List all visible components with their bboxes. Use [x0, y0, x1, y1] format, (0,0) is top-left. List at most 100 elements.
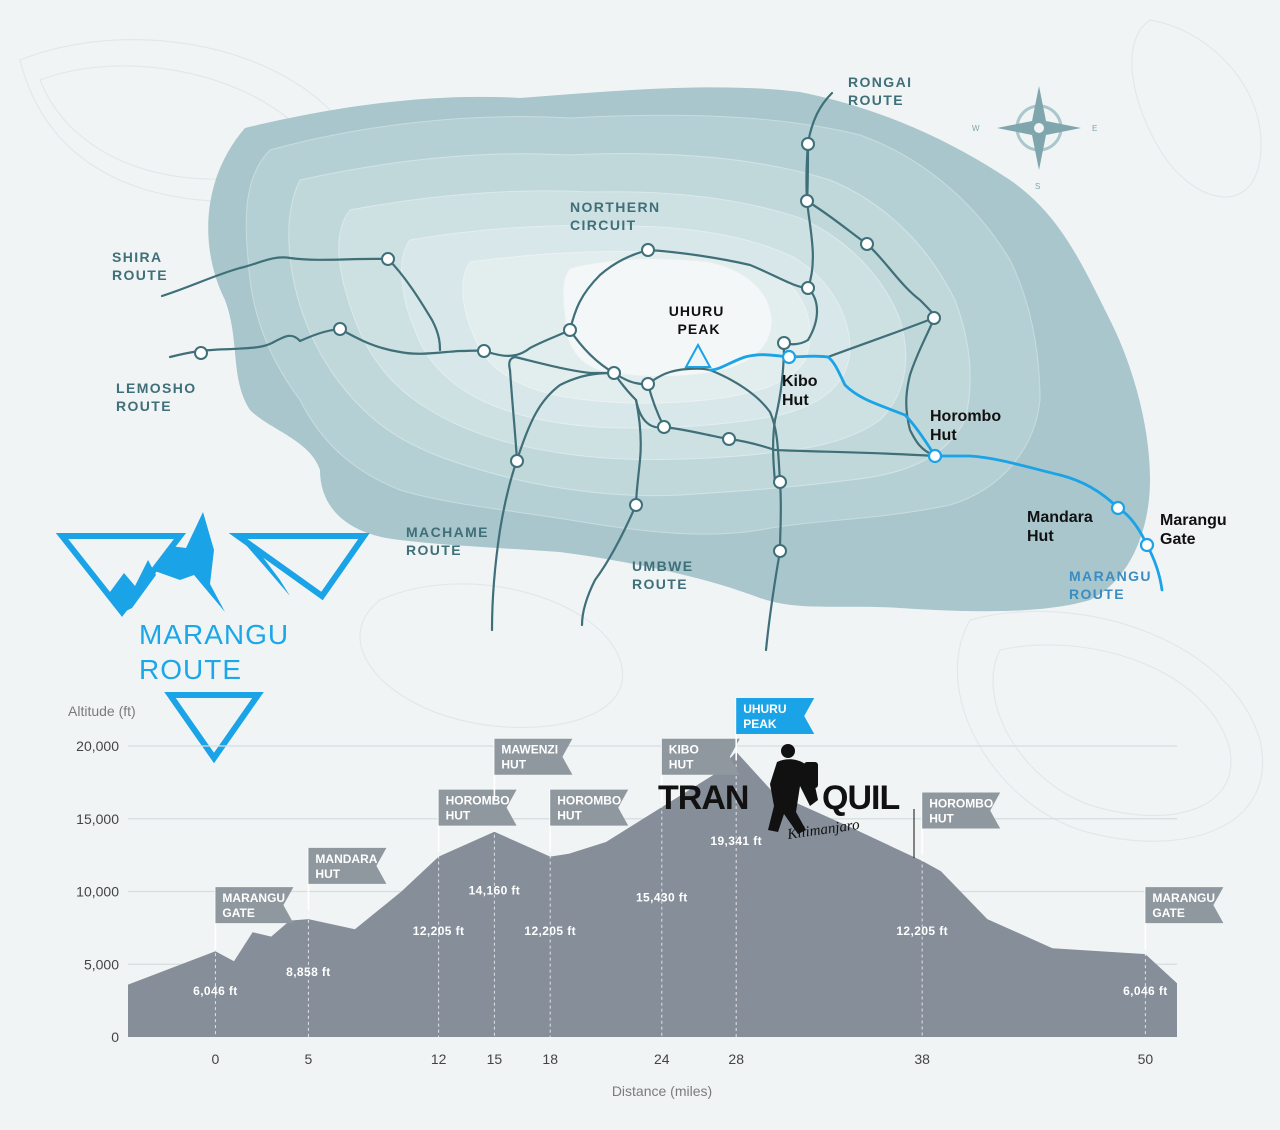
- trail-mid-west: [515, 371, 616, 462]
- x-tick-label: 28: [728, 1051, 744, 1067]
- waypoint-flag: [215, 887, 294, 924]
- route-title: MARANGU ROUTE: [139, 619, 298, 685]
- x-axis-ticks: 0 5 12 15 18 24 28 38 50: [212, 1051, 1154, 1067]
- waypoint-flag: [922, 792, 1001, 829]
- umbwe-route-label: UMBWE ROUTE: [632, 558, 699, 592]
- trail-summit-west: [612, 367, 712, 386]
- waypoint-altitude-label: 14,160 ft: [469, 883, 521, 897]
- waypoint-flag: [550, 789, 629, 826]
- trail-lemosho: [168, 327, 572, 359]
- x-axis-title: Distance (miles): [612, 1083, 712, 1099]
- waypoint-altitude-label: 12,205 ft: [413, 924, 465, 938]
- lemosho-route-label: LEMOSHO ROUTE: [116, 380, 202, 414]
- x-tick-label: 18: [542, 1051, 558, 1067]
- y-tick-label: 0: [111, 1029, 119, 1045]
- x-tick-label: 38: [914, 1051, 930, 1067]
- trail-east-link: [905, 316, 937, 458]
- waypoint: [641, 243, 655, 257]
- waypoint: [381, 252, 395, 266]
- marangu-gate-label: Marangu Gate: [1160, 512, 1231, 548]
- x-tick-label: 50: [1138, 1051, 1154, 1067]
- waypoint-altitude-label: 12,205 ft: [896, 924, 948, 938]
- waypoint-flag: [1145, 887, 1224, 924]
- waypoint-flag: [438, 789, 517, 826]
- waypoint-altitude-label: 12,205 ft: [524, 924, 576, 938]
- waypoint: [510, 454, 524, 468]
- x-tick-label: 5: [305, 1051, 313, 1067]
- waypoint: [333, 322, 347, 336]
- waypoint: [773, 475, 787, 489]
- shira-route-label: SHIRA ROUTE: [112, 249, 168, 283]
- logo-word-right: QUIL: [822, 779, 899, 817]
- route-title-logo: MARANGU ROUTE: [55, 512, 370, 764]
- waypoint-horombo-hut: [927, 448, 943, 464]
- compass-east: E: [1092, 124, 1097, 133]
- compass-west: W: [972, 124, 980, 133]
- x-tick-label: 24: [654, 1051, 670, 1067]
- waypoint: [773, 544, 787, 558]
- rongai-route-label: RONGAI ROUTE: [848, 74, 918, 108]
- y-tick-label: 10,000: [76, 884, 119, 900]
- x-tick-label: 15: [487, 1051, 503, 1067]
- trail-northern-circuit: [568, 248, 819, 346]
- waypoint-altitude-label: 6,046 ft: [193, 984, 238, 998]
- waypoint-altitude-label: 15,430 ft: [636, 891, 688, 905]
- horombo-hut-label: Horombo Hut: [930, 408, 1006, 444]
- waypoint: [801, 281, 815, 295]
- machame-route-label: MACHAME ROUTE: [406, 524, 494, 558]
- uhuru-peak-triangle-icon: [684, 342, 712, 368]
- elevation-profile-area: [128, 751, 1177, 1037]
- background-topo-lines: [19, 19, 1263, 842]
- marangu-waypoints: [781, 349, 1155, 553]
- waypoint: [657, 420, 671, 434]
- y-tick-label: 20,000: [76, 738, 119, 754]
- trail-kibo-east: [826, 316, 936, 359]
- hiker-silhouette-icon: [768, 744, 818, 834]
- compass-south: S: [1035, 182, 1040, 191]
- y-tick-label: 15,000: [76, 811, 119, 827]
- waypoint: [927, 311, 941, 325]
- waypoint-flag: [494, 738, 573, 775]
- trail-machame: [490, 355, 616, 632]
- logo-word-left: TRAN: [658, 779, 748, 817]
- waypoint: [800, 194, 814, 208]
- mandara-hut-label: Mandara Hut: [1027, 509, 1097, 545]
- x-tick-label: 12: [431, 1051, 447, 1067]
- mountain-logo-icon: [55, 512, 370, 764]
- trail-waypoints: [194, 137, 941, 558]
- waypoint: [194, 346, 208, 360]
- waypoint-kibo-hut: [781, 349, 797, 365]
- kibo-hut-label: Kibo Hut: [782, 373, 822, 409]
- waypoint-mandara-hut: [1110, 500, 1126, 516]
- waypoint: [777, 336, 791, 350]
- tranquil-kilimanjaro-logo: TRAN QUIL Kilimanjaro: [658, 744, 915, 858]
- trail-shira: [160, 256, 442, 352]
- altitude-labels: 6,046 ft 8,858 ft 12,205 ft 14,160 ft 12,205…: [193, 834, 1167, 998]
- marangu-route-map-label: MARANGU ROUTE: [1069, 568, 1157, 602]
- waypoint: [641, 377, 655, 391]
- compass-rose-icon: W E S: [972, 86, 1097, 191]
- y-axis-title: Altitude (ft): [68, 703, 136, 719]
- waypoint: [860, 237, 874, 251]
- trail-rongai: [805, 91, 834, 290]
- waypoint: [629, 498, 643, 512]
- waypoint: [607, 366, 621, 380]
- waypoint-marangu-gate: [1139, 537, 1155, 553]
- trail-kibo-link: [772, 341, 786, 484]
- waypoint-flag: [736, 697, 815, 734]
- trail-network: [160, 91, 937, 652]
- waypoint-altitude-label: 8,858 ft: [286, 965, 331, 979]
- x-tick-label: 0: [212, 1051, 220, 1067]
